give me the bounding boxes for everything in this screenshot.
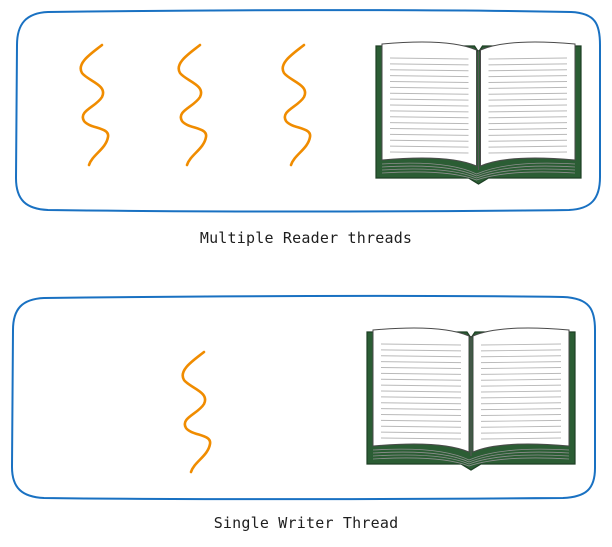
readers-book-icon [375, 41, 582, 185]
writer-caption: Single Writer Thread [213, 514, 399, 532]
writer-frame [10, 294, 596, 501]
readers-caption: Multiple Reader threads [199, 229, 413, 247]
squiggle-thread-icon [79, 43, 110, 167]
squiggle-thread-icon [281, 43, 312, 167]
squiggle-thread-icon [177, 43, 208, 167]
squiggle-thread-icon [181, 350, 212, 474]
readers-frame [14, 9, 601, 213]
writer-book-icon [366, 327, 576, 471]
